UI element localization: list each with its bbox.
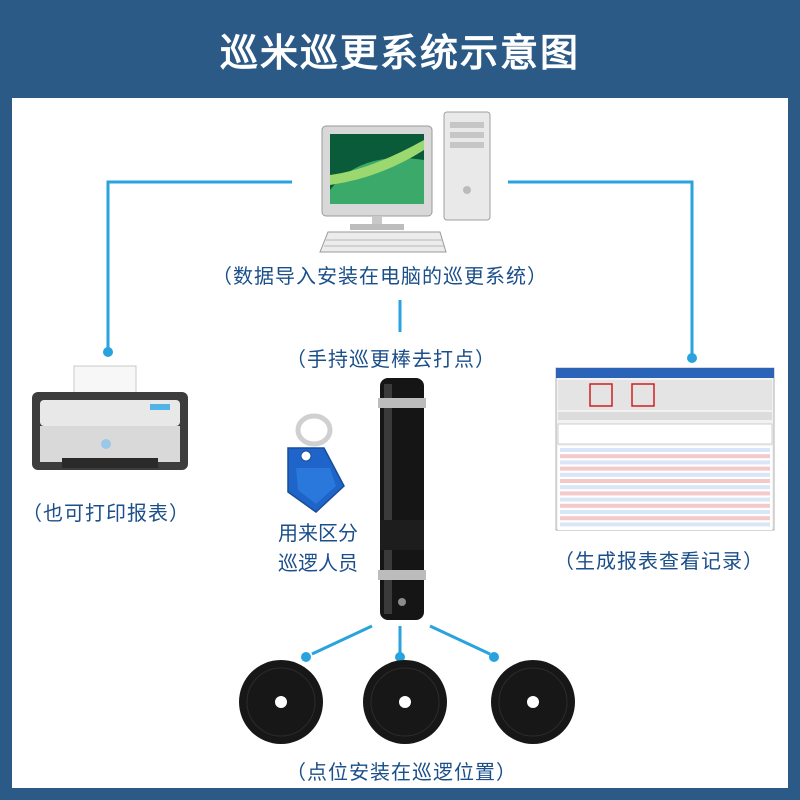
computer-icon: [319, 111, 491, 253]
report-row: [560, 485, 770, 490]
report-row: [560, 497, 770, 502]
checkpoint-left: [239, 660, 323, 744]
report-row: [560, 516, 770, 521]
connector-dots: [103, 347, 697, 662]
report-row: [560, 479, 770, 483]
connector-computer-report: [508, 180, 694, 358]
checkpoints-label: （点位安装在巡逻位置）: [286, 760, 517, 784]
report-row: [560, 510, 770, 514]
page-title: 巡米巡更系统示意图: [219, 30, 580, 75]
checkpoint-middle: [363, 660, 447, 744]
printer-icon: [32, 365, 188, 470]
checkpoint-right: [491, 660, 575, 744]
connector-wand-left: [311, 624, 373, 656]
report-row: [560, 466, 770, 471]
report-label: （生成报表查看记录）: [554, 549, 764, 573]
connector-computer-printer: [106, 180, 292, 352]
computer-label: （数据导入安装在电脑的巡更系统）: [212, 264, 548, 288]
report-screenshot: [555, 367, 775, 531]
wand-label: （手持巡更棒去打点）: [286, 347, 496, 371]
keyfob-label-line1: 用来区分: [278, 521, 358, 545]
report-row: [560, 448, 770, 452]
connectors: [106, 180, 694, 656]
connector-wand-right: [429, 624, 491, 656]
printer-label: （也可打印报表）: [22, 501, 190, 525]
report-row: [560, 454, 770, 459]
keyfob-label-line2: 巡逻人员: [278, 551, 358, 575]
report-row: [560, 460, 770, 465]
keyfob-icon: [287, 413, 345, 513]
report-row: [560, 503, 770, 508]
keyfob-label: 用来区分 巡逻人员: [266, 518, 370, 578]
header: 巡米巡更系统示意图: [0, 0, 800, 98]
patrol-wand-icon: [378, 378, 426, 620]
report-row: [560, 472, 770, 477]
report-row: [560, 491, 770, 496]
report-row: [560, 522, 770, 527]
